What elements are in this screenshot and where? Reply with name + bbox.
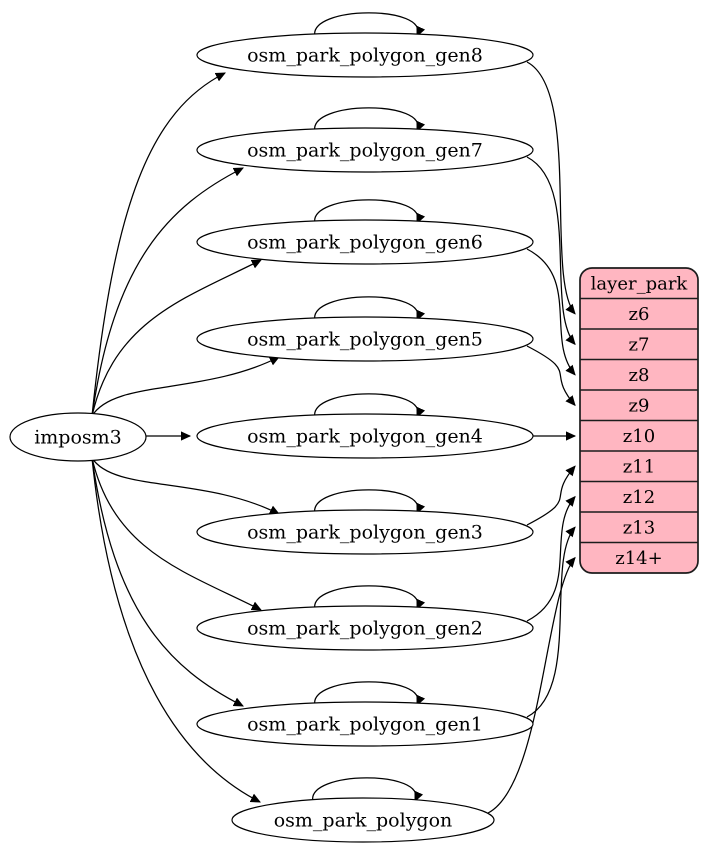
node-osm_park_polygon_gen6: osm_park_polygon_gen6 bbox=[196, 219, 534, 265]
edge-osm_park_polygon_gen7-to-z7 bbox=[526, 156, 576, 346]
layer-park-row-z7: z7 bbox=[629, 334, 650, 355]
node-label: imposm3 bbox=[34, 427, 122, 449]
edge-osm_park_polygon_gen6-to-z8 bbox=[526, 248, 576, 376]
layer-park-table: layer_park z6 z7 z8 z9 z10 z11 z12 z13 z14+ bbox=[579, 267, 699, 574]
layer-park-row-z13: z13 bbox=[623, 517, 655, 538]
node-osm_park_polygon_gen5: osm_park_polygon_gen5 bbox=[196, 316, 534, 362]
edge-imposm3-to-osm_park_polygon_gen3 bbox=[91, 457, 280, 515]
node-osm_park_polygon_gen2: osm_park_polygon_gen2 bbox=[196, 605, 534, 651]
layer-park-row-z12: z12 bbox=[623, 487, 655, 508]
edges-tables-to-layer bbox=[487, 61, 577, 814]
edge-osm_park_polygon_gen1-to-z13 bbox=[526, 526, 576, 718]
self-loop-osm_park_polygon_gen4 bbox=[314, 393, 426, 419]
zoom-row-label: z14+ bbox=[615, 548, 662, 569]
edge-imposm3-to-osm_park_polygon_gen8 bbox=[91, 72, 226, 417]
edge-osm_park_polygon_gen2-to-z12 bbox=[526, 495, 576, 622]
node-label: osm_park_polygon_gen3 bbox=[247, 522, 483, 544]
node-osm_park_polygon_gen3: osm_park_polygon_gen3 bbox=[196, 509, 534, 555]
layer-park-title: layer_park bbox=[591, 273, 689, 294]
edge-imposm3-to-osm_park_polygon_gen5 bbox=[91, 356, 280, 417]
zoom-row-label: z6 bbox=[629, 304, 650, 325]
layer-park-row-z14plus: z14+ bbox=[615, 548, 662, 569]
zoom-row-label: z8 bbox=[629, 365, 650, 386]
layer-park-row-z9: z9 bbox=[629, 395, 650, 416]
edge-osm_park_polygon_gen8-to-z6 bbox=[526, 61, 576, 315]
self-loop-osm_park_polygon_gen5 bbox=[314, 296, 426, 322]
layer-park-row-z6: z6 bbox=[629, 304, 650, 325]
self-loop-osm_park_polygon_gen8 bbox=[314, 12, 426, 38]
edges-imposm3-to-tables bbox=[91, 72, 280, 803]
node-osm_park_polygon_gen8: osm_park_polygon_gen8 bbox=[196, 32, 534, 78]
node-imposm3: imposm3 bbox=[9, 412, 147, 462]
node-label: osm_park_polygon_gen8 bbox=[247, 45, 483, 67]
node-label: osm_park_polygon_gen2 bbox=[247, 618, 483, 640]
self-loop-osm_park_polygon_gen2 bbox=[314, 585, 426, 611]
node-label: osm_park_polygon_gen7 bbox=[247, 140, 483, 162]
self-loop-osm_park_polygon bbox=[312, 777, 424, 803]
node-label: osm_park_polygon_gen6 bbox=[247, 232, 483, 254]
edge-imposm3-to-osm_park_polygon_gen1 bbox=[91, 457, 244, 707]
node-osm_park_polygon: osm_park_polygon bbox=[231, 797, 495, 843]
node-osm_park_polygon_gen7: osm_park_polygon_gen7 bbox=[196, 127, 534, 173]
zoom-row-label: z11 bbox=[623, 456, 655, 477]
self-loop-osm_park_polygon_gen7 bbox=[314, 107, 426, 133]
node-label: osm_park_polygon_gen5 bbox=[247, 329, 483, 351]
node-label: osm_park_polygon bbox=[274, 810, 453, 832]
edge-osm_park_polygon_gen3-to-z11 bbox=[526, 465, 576, 526]
zoom-row-label: z9 bbox=[629, 395, 650, 416]
edge-imposm3-to-osm_park_polygon bbox=[91, 457, 261, 803]
self-loop-osm_park_polygon_gen6 bbox=[314, 199, 426, 225]
zoom-row-label: z13 bbox=[623, 517, 655, 538]
layer-park-row-z8: z8 bbox=[629, 365, 650, 386]
node-label: osm_park_polygon_gen4 bbox=[247, 426, 483, 448]
layer-park-row-z11: z11 bbox=[623, 456, 655, 477]
zoom-row-label: z12 bbox=[623, 487, 655, 508]
layer-park-row-z10: z10 bbox=[623, 426, 655, 447]
edge-imposm3-to-osm_park_polygon_gen6 bbox=[91, 259, 262, 417]
self-loop-osm_park_polygon_gen3 bbox=[314, 489, 426, 515]
node-osm_park_polygon_gen1: osm_park_polygon_gen1 bbox=[196, 701, 534, 747]
edge-imposm3-to-osm_park_polygon_gen2 bbox=[91, 457, 262, 611]
node-osm_park_polygon_gen4: osm_park_polygon_gen4 bbox=[196, 413, 534, 459]
zoom-row-label: z7 bbox=[629, 334, 650, 355]
self-loop-edges bbox=[312, 12, 426, 803]
edge-imposm3-to-osm_park_polygon_gen7 bbox=[91, 167, 244, 417]
edge-osm_park_polygon_gen5-to-z9 bbox=[526, 345, 576, 407]
node-label: osm_park_polygon_gen1 bbox=[247, 714, 483, 736]
zoom-row-label: z10 bbox=[623, 426, 655, 447]
edge-osm_park_polygon-to-z14+ bbox=[487, 556, 576, 814]
self-loop-osm_park_polygon_gen1 bbox=[314, 681, 426, 707]
